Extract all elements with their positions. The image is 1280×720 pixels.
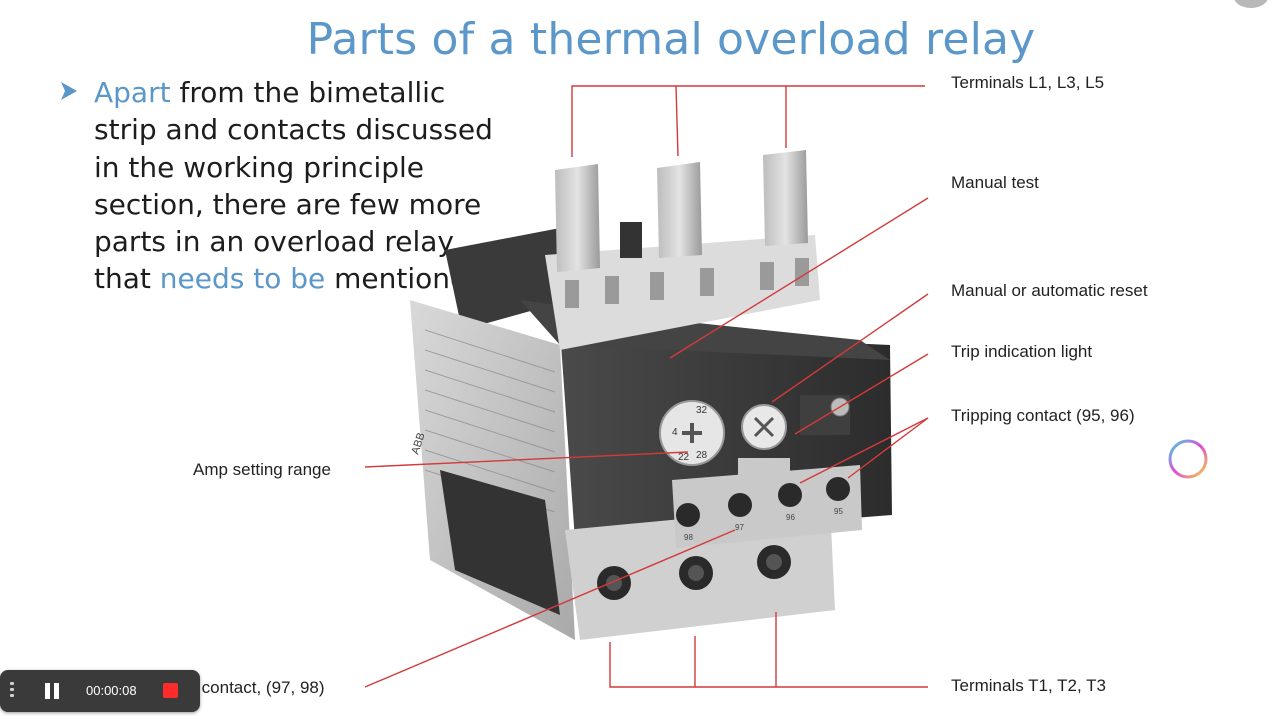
leader-terminals-bottom [609, 642, 928, 688]
rating-window [738, 458, 790, 476]
contact-98-screw [676, 503, 700, 527]
menu-dots-icon[interactable] [10, 682, 14, 700]
relay-contact-strip [672, 465, 862, 548]
record-stop-icon[interactable] [163, 683, 178, 698]
leader-amp-setting [364, 451, 689, 468]
terminal-l1-tab [555, 164, 600, 272]
leader-reset [771, 293, 929, 403]
bullet-highlight-2: needs to be [159, 262, 326, 296]
bullet-arrow-icon [61, 82, 77, 100]
label-terminals-bottom: Terminals T1, T2, T3 [951, 676, 1106, 695]
contact-96-screw [778, 483, 802, 507]
terminal-l5-tab [763, 150, 808, 246]
bullet-body-1: from the bimetallic strip and contacts d… [94, 76, 493, 296]
terminal-housing [545, 235, 820, 350]
contact-96-mark: 96 [786, 513, 795, 522]
dial-number-32: 32 [696, 405, 708, 416]
dial-number-28: 28 [696, 450, 708, 461]
leader-tripping-2 [847, 417, 929, 479]
loading-ring-icon[interactable] [1166, 437, 1210, 481]
slide-title: Parts of a thermal overload relay [306, 14, 1036, 65]
terminal-l3-tab [657, 162, 702, 258]
contact-97-mark: 97 [735, 523, 744, 532]
label-reset: Manual or automatic reset [951, 281, 1148, 300]
recording-time: 00:00:08 [86, 683, 137, 698]
relay-tab-connector [620, 222, 642, 258]
label-tripping-contact: Tripping contact (95, 96) [951, 406, 1135, 425]
contact-95-mark: 95 [834, 507, 843, 516]
dial-number-4: 4 [672, 427, 678, 438]
bullet-text: Apart from the bimetallic strip and cont… [94, 74, 514, 298]
pause-icon[interactable] [44, 683, 60, 699]
dial-number-22: 22 [678, 452, 690, 463]
relay-lower-left-block [440, 470, 560, 615]
bullet-highlight-1: Apart [94, 76, 171, 109]
leader-trip-light [794, 353, 929, 435]
recording-player: 00:00:08 [0, 670, 200, 712]
label-amp-setting: Amp setting range [193, 460, 331, 479]
contact-95-screw [826, 477, 850, 501]
corner-menu-button[interactable] [1234, 0, 1268, 8]
leader-terminals-top [571, 85, 925, 157]
contact-98-mark: 98 [684, 533, 693, 542]
contact-97-screw [728, 493, 752, 517]
label-trip-light: Trip indication light [951, 342, 1093, 361]
label-manual-test: Manual test [951, 173, 1039, 192]
leader-tripping-1 [799, 417, 929, 484]
leader-manual-test [669, 197, 929, 359]
leader-signaling [364, 529, 736, 688]
label-terminals-top: Terminals L1, L3, L5 [951, 73, 1105, 92]
